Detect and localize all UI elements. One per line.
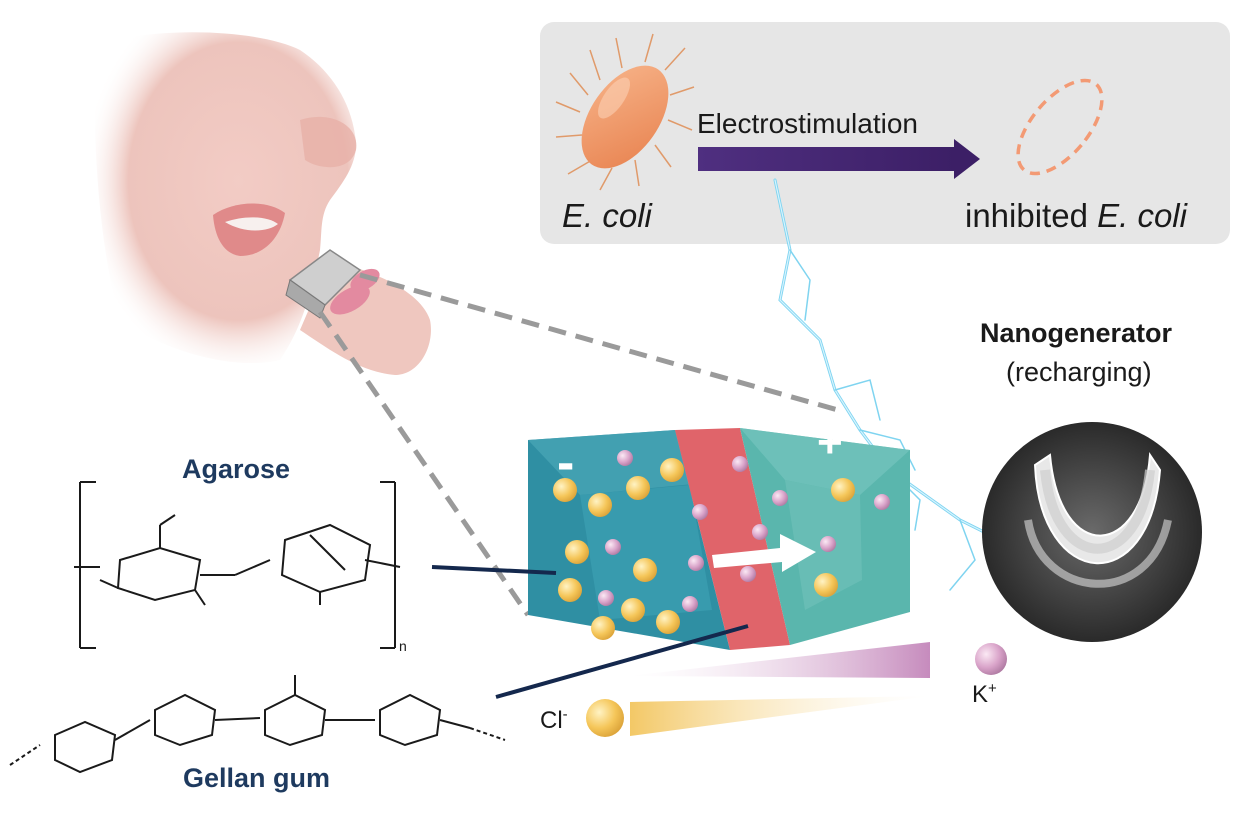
lightning-icon [773, 178, 1002, 591]
nanogenerator-subtitle: (recharging) [1006, 357, 1152, 387]
inhibited-species: E. coli [1097, 197, 1187, 234]
chloride-gradient-wedge [630, 696, 930, 736]
ecoli-caption: E. coli [562, 197, 652, 234]
chloride-base: Cl [540, 707, 563, 734]
nanogenerator-photo [982, 422, 1202, 642]
electrostimulation-label: Electrostimulation [697, 108, 918, 139]
zoom-lines [317, 272, 846, 617]
gellan-structure [9, 675, 506, 774]
potassium-label: K+ [972, 680, 997, 709]
gellan-label: Gellan gum [183, 763, 331, 793]
positive-sign: + [817, 418, 843, 467]
ecoli-panel [540, 22, 1230, 244]
gellan-connector [495, 624, 749, 699]
repeat-subscript: n [399, 638, 407, 654]
inhibited-prefix: inhibited [965, 197, 1098, 234]
electrostimulation-arrow-icon [698, 139, 980, 179]
hydrogel-battery [528, 428, 910, 650]
agarose-label: Agarose [182, 454, 291, 484]
potassium-legend-ion [975, 643, 1007, 675]
chloride-ions [553, 458, 855, 640]
potassium-base: K [972, 681, 989, 708]
chloride-legend-ion [586, 699, 624, 737]
face-illustration [94, 32, 431, 375]
chloride-label: Cl- [540, 706, 568, 735]
agarose-structure [74, 481, 401, 649]
inhibited-ecoli-caption: inhibited E. coli [965, 197, 1187, 235]
chloride-charge: - [562, 706, 568, 723]
ecoli-cell-icon [555, 33, 695, 191]
mouthguard-piece-icon [285, 249, 362, 319]
potassium-charge: + [988, 680, 997, 697]
negative-sign: - [557, 434, 575, 492]
inhibited-ecoli-icon [1016, 78, 1104, 176]
potassium-gradient-wedge [628, 642, 930, 678]
agarose-connector [431, 565, 557, 575]
potassium-ions [598, 450, 890, 612]
nanogenerator-title: Nanogenerator [980, 318, 1173, 348]
